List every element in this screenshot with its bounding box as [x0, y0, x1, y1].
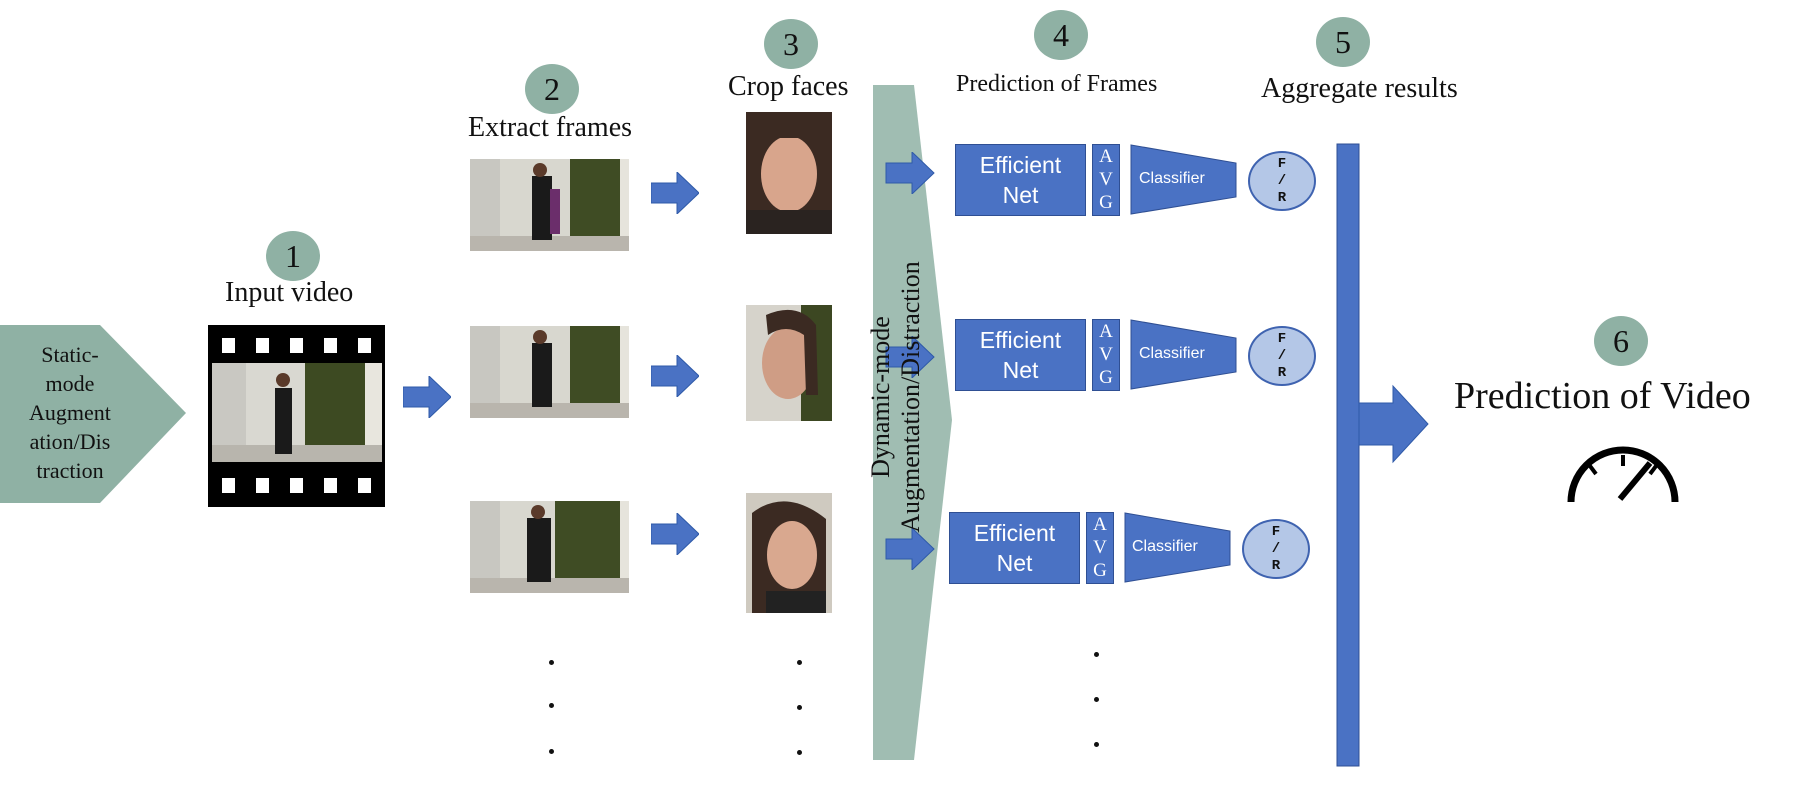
ellipsis-dot [549, 703, 554, 708]
avg-letter: G [1099, 367, 1113, 389]
static-aug-line: mode [45, 371, 95, 396]
efficientnet-label: Net [1002, 182, 1039, 208]
avg-letter: G [1093, 560, 1107, 582]
dynamic-augmentation-shape [873, 85, 952, 760]
static-aug-line: traction [36, 458, 104, 483]
output-letter: R [1277, 364, 1287, 381]
efficientnet-label: Efficient [973, 520, 1056, 546]
dynamic-aug-line: Augmentation/Distraction [896, 261, 925, 533]
efficientnet-label: Net [1002, 357, 1039, 383]
avg-letter: V [1093, 536, 1107, 558]
output-letter: R [1271, 557, 1281, 574]
step-badge: 3 [764, 19, 818, 69]
ellipsis-dot [1094, 742, 1099, 747]
fake-real-output: F/R [1248, 151, 1316, 211]
avg-letter: A [1099, 145, 1113, 167]
arrow-right-icon [651, 172, 699, 214]
cropped-face [746, 305, 832, 421]
classifier-label: Classifier [1139, 170, 1205, 187]
step-label: Extract frames [468, 112, 633, 143]
classifier-shape [1130, 144, 1237, 215]
efficientnet-label: Efficient [979, 327, 1062, 353]
arrow-right-icon [1358, 384, 1429, 464]
step-label: Prediction of Video [1454, 375, 1751, 417]
output-letter: R [1277, 189, 1287, 206]
cropped-face [746, 493, 832, 613]
classifier-shape [1130, 319, 1237, 390]
static-aug-line: Augment [29, 400, 111, 425]
cropped-face [746, 112, 832, 234]
fake-real-output: F/R [1248, 326, 1316, 386]
static-augmentation-label: Static- mode Augment ation/Dis traction [14, 340, 126, 485]
dynamic-augmentation-label: Dynamic-mode Augmentation/Distraction [866, 227, 928, 567]
step-label: Prediction of Frames [956, 71, 1158, 97]
output-letter: / [1277, 172, 1287, 189]
static-aug-line: ation/Dis [29, 429, 111, 454]
ellipsis-dot [1094, 652, 1099, 657]
efficientnet-label: Efficient [979, 152, 1062, 178]
classifier-label: Classifier [1132, 538, 1198, 555]
extracted-frame [470, 326, 629, 418]
ellipsis-dot [797, 705, 802, 710]
ellipsis-dot [797, 750, 802, 755]
step-badge: 1 [266, 231, 320, 281]
static-augmentation-shape [0, 325, 186, 503]
arrow-right-icon [651, 513, 699, 555]
step-badge: 6 [1594, 316, 1648, 366]
classifier-label: Classifier [1139, 345, 1205, 362]
step-label: Crop faces [728, 71, 849, 102]
output-letter: F [1277, 155, 1287, 172]
arrow-right-icon [651, 355, 699, 397]
classifier-shape [1124, 512, 1231, 583]
dynamic-aug-line: Dynamic-mode [866, 316, 895, 478]
aggregate-bar [1336, 143, 1360, 767]
ellipsis-dot [549, 749, 554, 754]
static-aug-line: Static- [41, 342, 99, 367]
step-label: Input video [225, 277, 354, 308]
step-label: Aggregate results [1261, 73, 1458, 104]
ellipsis-dot [1094, 697, 1099, 702]
arrow-right-icon [403, 376, 451, 418]
avg-letter: V [1099, 343, 1113, 365]
output-letter: / [1277, 347, 1287, 364]
ellipsis-dot [549, 660, 554, 665]
extracted-frame [470, 501, 629, 593]
speedometer-icon [1567, 446, 1679, 503]
ellipsis-dot [797, 660, 802, 665]
film-strip-icon [208, 325, 385, 507]
output-letter: / [1271, 540, 1281, 557]
step-badge: 5 [1316, 17, 1370, 67]
output-letter: F [1277, 330, 1287, 347]
avg-letter: G [1099, 192, 1113, 214]
step-badge: 2 [525, 64, 579, 114]
output-letter: F [1271, 523, 1281, 540]
extracted-frame [470, 159, 629, 251]
avg-letter: V [1099, 168, 1113, 190]
fake-real-output: F/R [1242, 519, 1310, 579]
avg-letter: A [1099, 320, 1113, 342]
step-badge: 4 [1034, 10, 1088, 60]
avg-letter: A [1093, 513, 1107, 535]
efficientnet-label: Net [996, 550, 1033, 576]
